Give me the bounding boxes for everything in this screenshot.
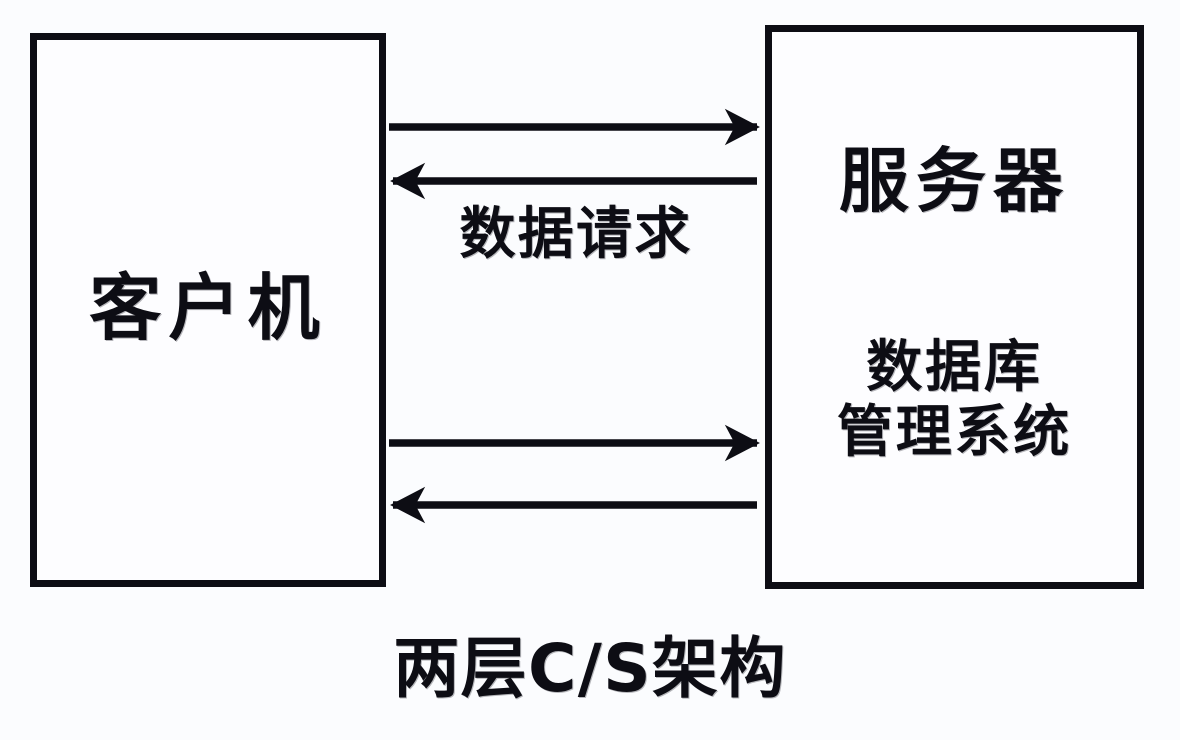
server-node-box [765, 25, 1144, 589]
server-dbms-label-line1: 数据库 [866, 334, 1043, 400]
client-node-label: 客户机 [89, 265, 327, 350]
server-dbms-label-line2: 管理系统 [836, 398, 1073, 465]
server-dbms-label: 数据库 管理系统 [765, 335, 1144, 465]
server-node-label: 服务器 [839, 139, 1070, 222]
diagram-caption: 两层C/S架构 [393, 630, 787, 707]
client-node-box [30, 33, 386, 587]
data-request-edge-label: 数据请求 [459, 201, 693, 267]
